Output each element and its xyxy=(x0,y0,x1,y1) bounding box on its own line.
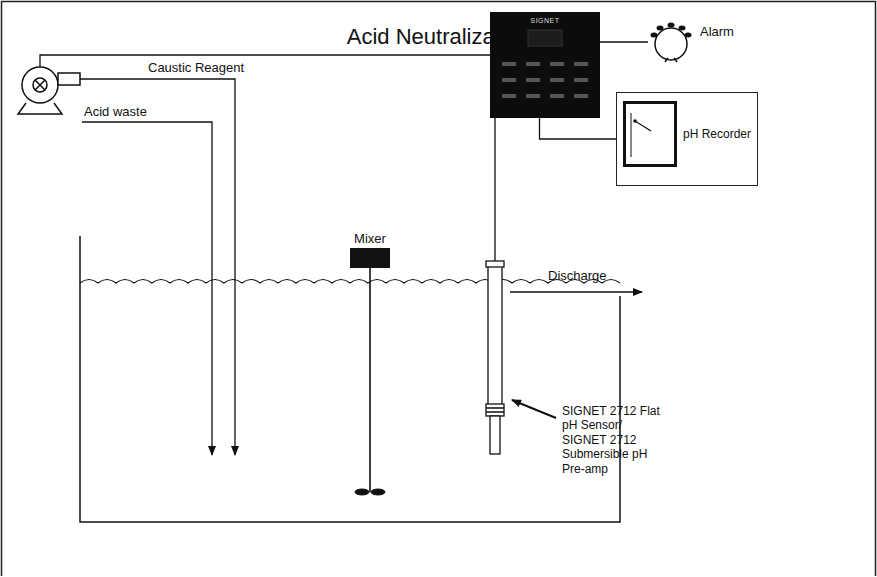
alarm-bell: Alarm xyxy=(648,20,734,64)
ph-sensor xyxy=(486,261,504,454)
leader-arrow xyxy=(512,400,556,418)
caustic-line xyxy=(80,79,235,455)
pipe-label: Acid waste xyxy=(84,104,147,119)
mixer-motor-block xyxy=(350,248,390,268)
water-surface xyxy=(80,280,620,284)
sensor-callout: SIGNET 2712 Flat pH Sensor/ SIGNET 2712 … xyxy=(562,404,666,476)
discharge-label: Discharge xyxy=(548,268,607,283)
pump-wire xyxy=(40,55,490,67)
pipe-label: Caustic Reagent xyxy=(148,60,244,75)
alarm-bell-symbol xyxy=(648,20,694,64)
controller-box: SIGNET xyxy=(490,12,600,118)
mixer-motor: Mixer xyxy=(350,231,390,268)
node-text: pH Recorder xyxy=(683,127,751,141)
node-text: SIGNET xyxy=(490,12,600,24)
node-text: Mixer xyxy=(350,231,390,246)
tank-wall xyxy=(80,236,620,522)
pump-symbol xyxy=(18,67,80,114)
signal-wire xyxy=(540,118,617,139)
discharge-arrow xyxy=(510,291,642,293)
diagram-title: Acid Neutralization xyxy=(0,24,877,50)
acid-line xyxy=(82,122,212,455)
signal-wire xyxy=(600,41,648,42)
mixer-shaft xyxy=(355,268,385,495)
ph-recorder: pH Recorder xyxy=(616,92,758,186)
controller-face xyxy=(490,12,600,118)
node-text: Alarm xyxy=(700,24,734,39)
recorder-gauge xyxy=(623,101,677,167)
